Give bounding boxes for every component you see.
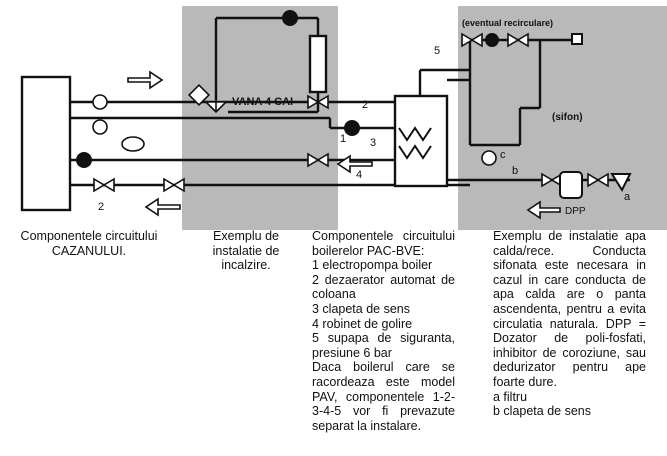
caption-line: Exemplu de instalatie apa calda/rece. Co… <box>493 229 646 389</box>
label-3: 3 <box>370 137 376 149</box>
caption-line: 5 supapa de siguranta, presiune 6 bar <box>312 331 455 360</box>
label-2: 2 <box>362 99 368 111</box>
label-1: 1 <box>340 133 346 145</box>
expansion-vessel-icon <box>121 136 145 152</box>
boiler-body <box>20 75 72 212</box>
caption-line: 4 robinet de golire <box>312 316 413 331</box>
gauge-c-icon <box>481 150 497 166</box>
caption-heating-example: Exemplu de instalatie de incalzire. <box>190 229 302 281</box>
thermometer-gauge-icon <box>92 119 108 135</box>
caption-line: b clapeta de sens <box>493 404 591 419</box>
label-4: 4 <box>356 169 362 181</box>
caption-line: incalzire. <box>221 258 271 273</box>
label-dpp: DPP <box>565 206 586 217</box>
caption-line: CAZANULUI. <box>51 243 127 258</box>
valve-icon <box>461 32 483 48</box>
caption-line: 2 dezaerator automat de coloana <box>312 272 455 302</box>
label-c: c <box>500 149 506 161</box>
label-vana: VANA 4 CAI <box>232 96 293 108</box>
label-recirc: (eventual recirculare) <box>462 18 553 28</box>
pump-icon <box>76 10 499 168</box>
flow-arrow-icon <box>336 154 373 174</box>
flow-arrow-icon <box>526 200 561 220</box>
filter-icon <box>610 173 632 193</box>
four-way-valve-icon <box>204 92 228 114</box>
caption-water-installation: Exemplu de instalatie apa calda/rece. Co… <box>493 229 646 441</box>
valve-icon <box>163 177 185 193</box>
valve-icon <box>507 32 529 48</box>
flow-arrow-icon <box>144 197 181 217</box>
caption-line: instalatie de <box>212 243 280 258</box>
caption-line: Componentele circuitului <box>20 229 158 243</box>
valve-icon <box>307 152 329 168</box>
installation-diagram: VANA 4 CAI (eventual recirculare) (sifon… <box>20 6 667 230</box>
caption-line: 1 electropompa boiler <box>312 258 433 273</box>
valve-icon <box>307 94 329 110</box>
label-sifon: (sifon) <box>552 112 583 123</box>
dpp-unit <box>559 171 583 199</box>
flow-arrow-icon <box>127 70 164 90</box>
label-a: a <box>624 191 631 203</box>
pressure-gauge-icon <box>92 94 108 110</box>
radiator <box>308 34 328 94</box>
caption-line: Exemplu de <box>212 229 279 243</box>
label-5: 5 <box>434 45 440 57</box>
caption-pac-bve-components: Componentele circuitului boilerelor PAC-… <box>312 229 455 441</box>
caption-line: Daca boilerul care se racordeaza este mo… <box>312 360 455 433</box>
caption-line: a filtru <box>493 389 528 404</box>
caption-line: 3 clapeta de sens <box>312 301 410 316</box>
label-2b: 2 <box>98 201 104 213</box>
label-b: b <box>512 165 518 177</box>
caption-line: Componentele circuitului boilerelor PAC-… <box>312 229 455 258</box>
hot-water-tank <box>393 94 449 188</box>
valve-actuator-icon <box>187 83 211 107</box>
caption-boiler-circuit: Componentele circuitului CAZANULUI. <box>8 229 170 269</box>
valve-icon <box>587 172 609 188</box>
valve-icon <box>93 177 115 193</box>
tap-icon <box>571 33 583 45</box>
